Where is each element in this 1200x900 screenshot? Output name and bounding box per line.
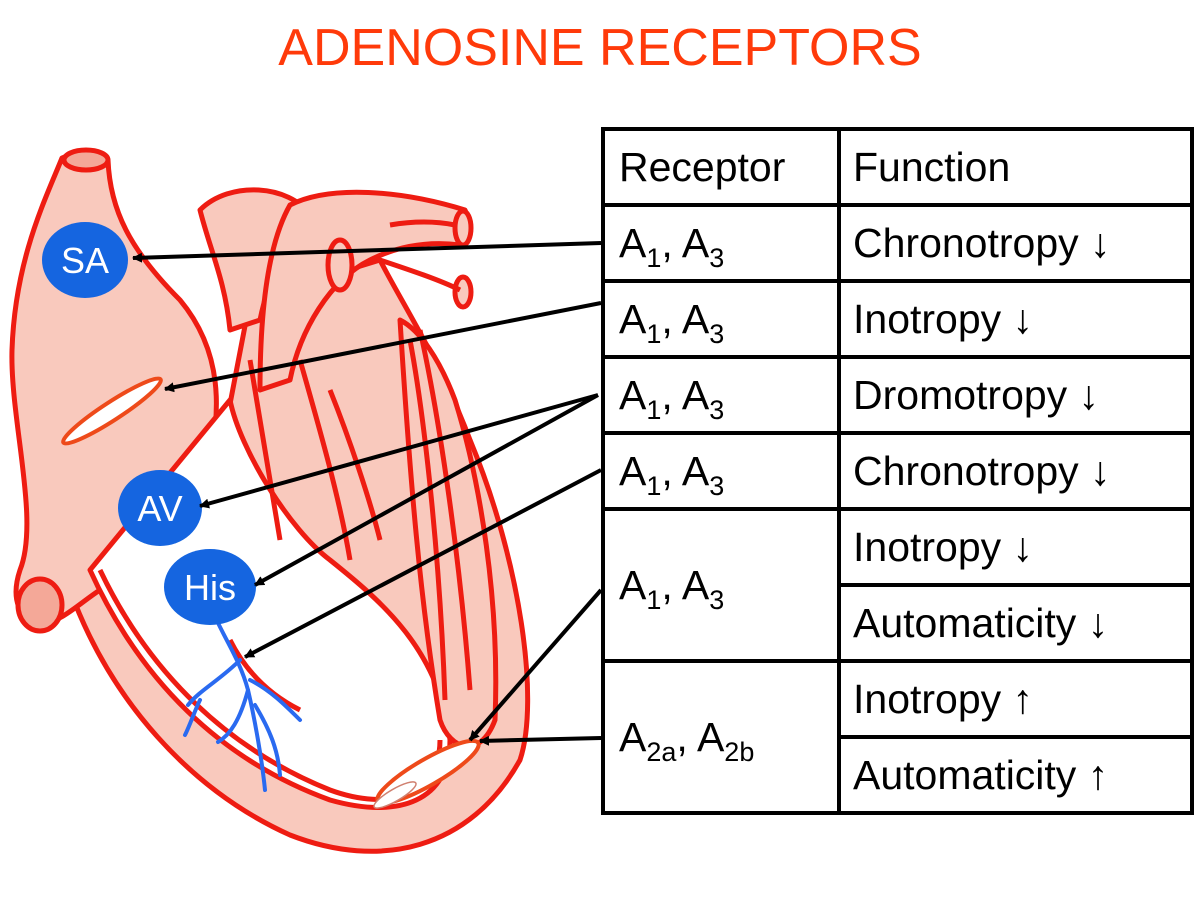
- sa-node-label: SA: [61, 240, 109, 281]
- receptor-function-table: Receptor Function A1, A3 Chronotropy ↓ A…: [601, 127, 1194, 815]
- arrow-row1-sa: [132, 241, 602, 263]
- function-cell: Dromotropy ↓: [837, 355, 1194, 435]
- function-cell: Inotropy ↓: [837, 507, 1194, 587]
- table-row: A1, A3 Dromotropy ↓: [601, 355, 1194, 435]
- arrow-row3-his: [254, 393, 599, 587]
- arrow-row3-av: [199, 393, 599, 509]
- arrow-row4-purkinje: [244, 468, 602, 659]
- ventricular-myocyte: [373, 738, 481, 809]
- function-cell: Automaticity ↑: [837, 735, 1194, 815]
- receptor-cell: A1, A3: [601, 355, 841, 435]
- pulmonary-artery: [257, 189, 472, 393]
- his-bundle-label: His: [184, 567, 236, 608]
- sa-node: SA: [42, 222, 128, 298]
- function-cell: Chronotropy ↓: [837, 431, 1194, 511]
- table-row: A1, A3 Chronotropy ↓: [601, 431, 1194, 511]
- table-row: A1, A3 Inotropy ↓: [601, 279, 1194, 359]
- av-node-label: AV: [137, 488, 182, 529]
- receptor-cell: A1, A3: [601, 279, 841, 359]
- function-cell: Inotropy ↑: [837, 659, 1194, 739]
- receptor-cell: A2a, A2b: [601, 659, 841, 815]
- vena-cava-opening: [61, 147, 111, 173]
- function-cell: Inotropy ↓: [837, 279, 1194, 359]
- header-receptor: Receptor: [601, 127, 841, 207]
- his-bundle: His: [164, 549, 256, 625]
- atrial-myocyte: [61, 376, 163, 446]
- av-node: AV: [118, 470, 202, 546]
- table-row: A2a, A2b Inotropy ↑: [601, 659, 1194, 815]
- receptor-cell: A1, A3: [601, 507, 841, 663]
- table-row: A1, A3 Inotropy ↓: [601, 507, 1194, 663]
- arrow-row6-ventricle: [479, 735, 602, 746]
- header-function: Function: [837, 127, 1194, 207]
- function-cell: Chronotropy ↓: [837, 203, 1194, 283]
- table-header-row: Receptor Function: [601, 127, 1194, 207]
- arrow-row2-atrium: [164, 301, 602, 393]
- purkinje-fibers: [183, 608, 302, 792]
- diagram-title: ADENOSINE RECEPTORS: [278, 19, 922, 77]
- receptor-cell: A1, A3: [601, 203, 841, 283]
- receptor-cell: A1, A3: [601, 431, 841, 511]
- table-subrow: Automaticity ↑: [603, 735, 1194, 815]
- function-cell: Automaticity ↓: [837, 583, 1194, 663]
- table-subrow: Automaticity ↓: [603, 583, 1194, 663]
- table-row: A1, A3 Chronotropy ↓: [601, 203, 1194, 283]
- ivc-opening: [15, 576, 65, 634]
- arrow-row5-ventricle: [468, 588, 603, 742]
